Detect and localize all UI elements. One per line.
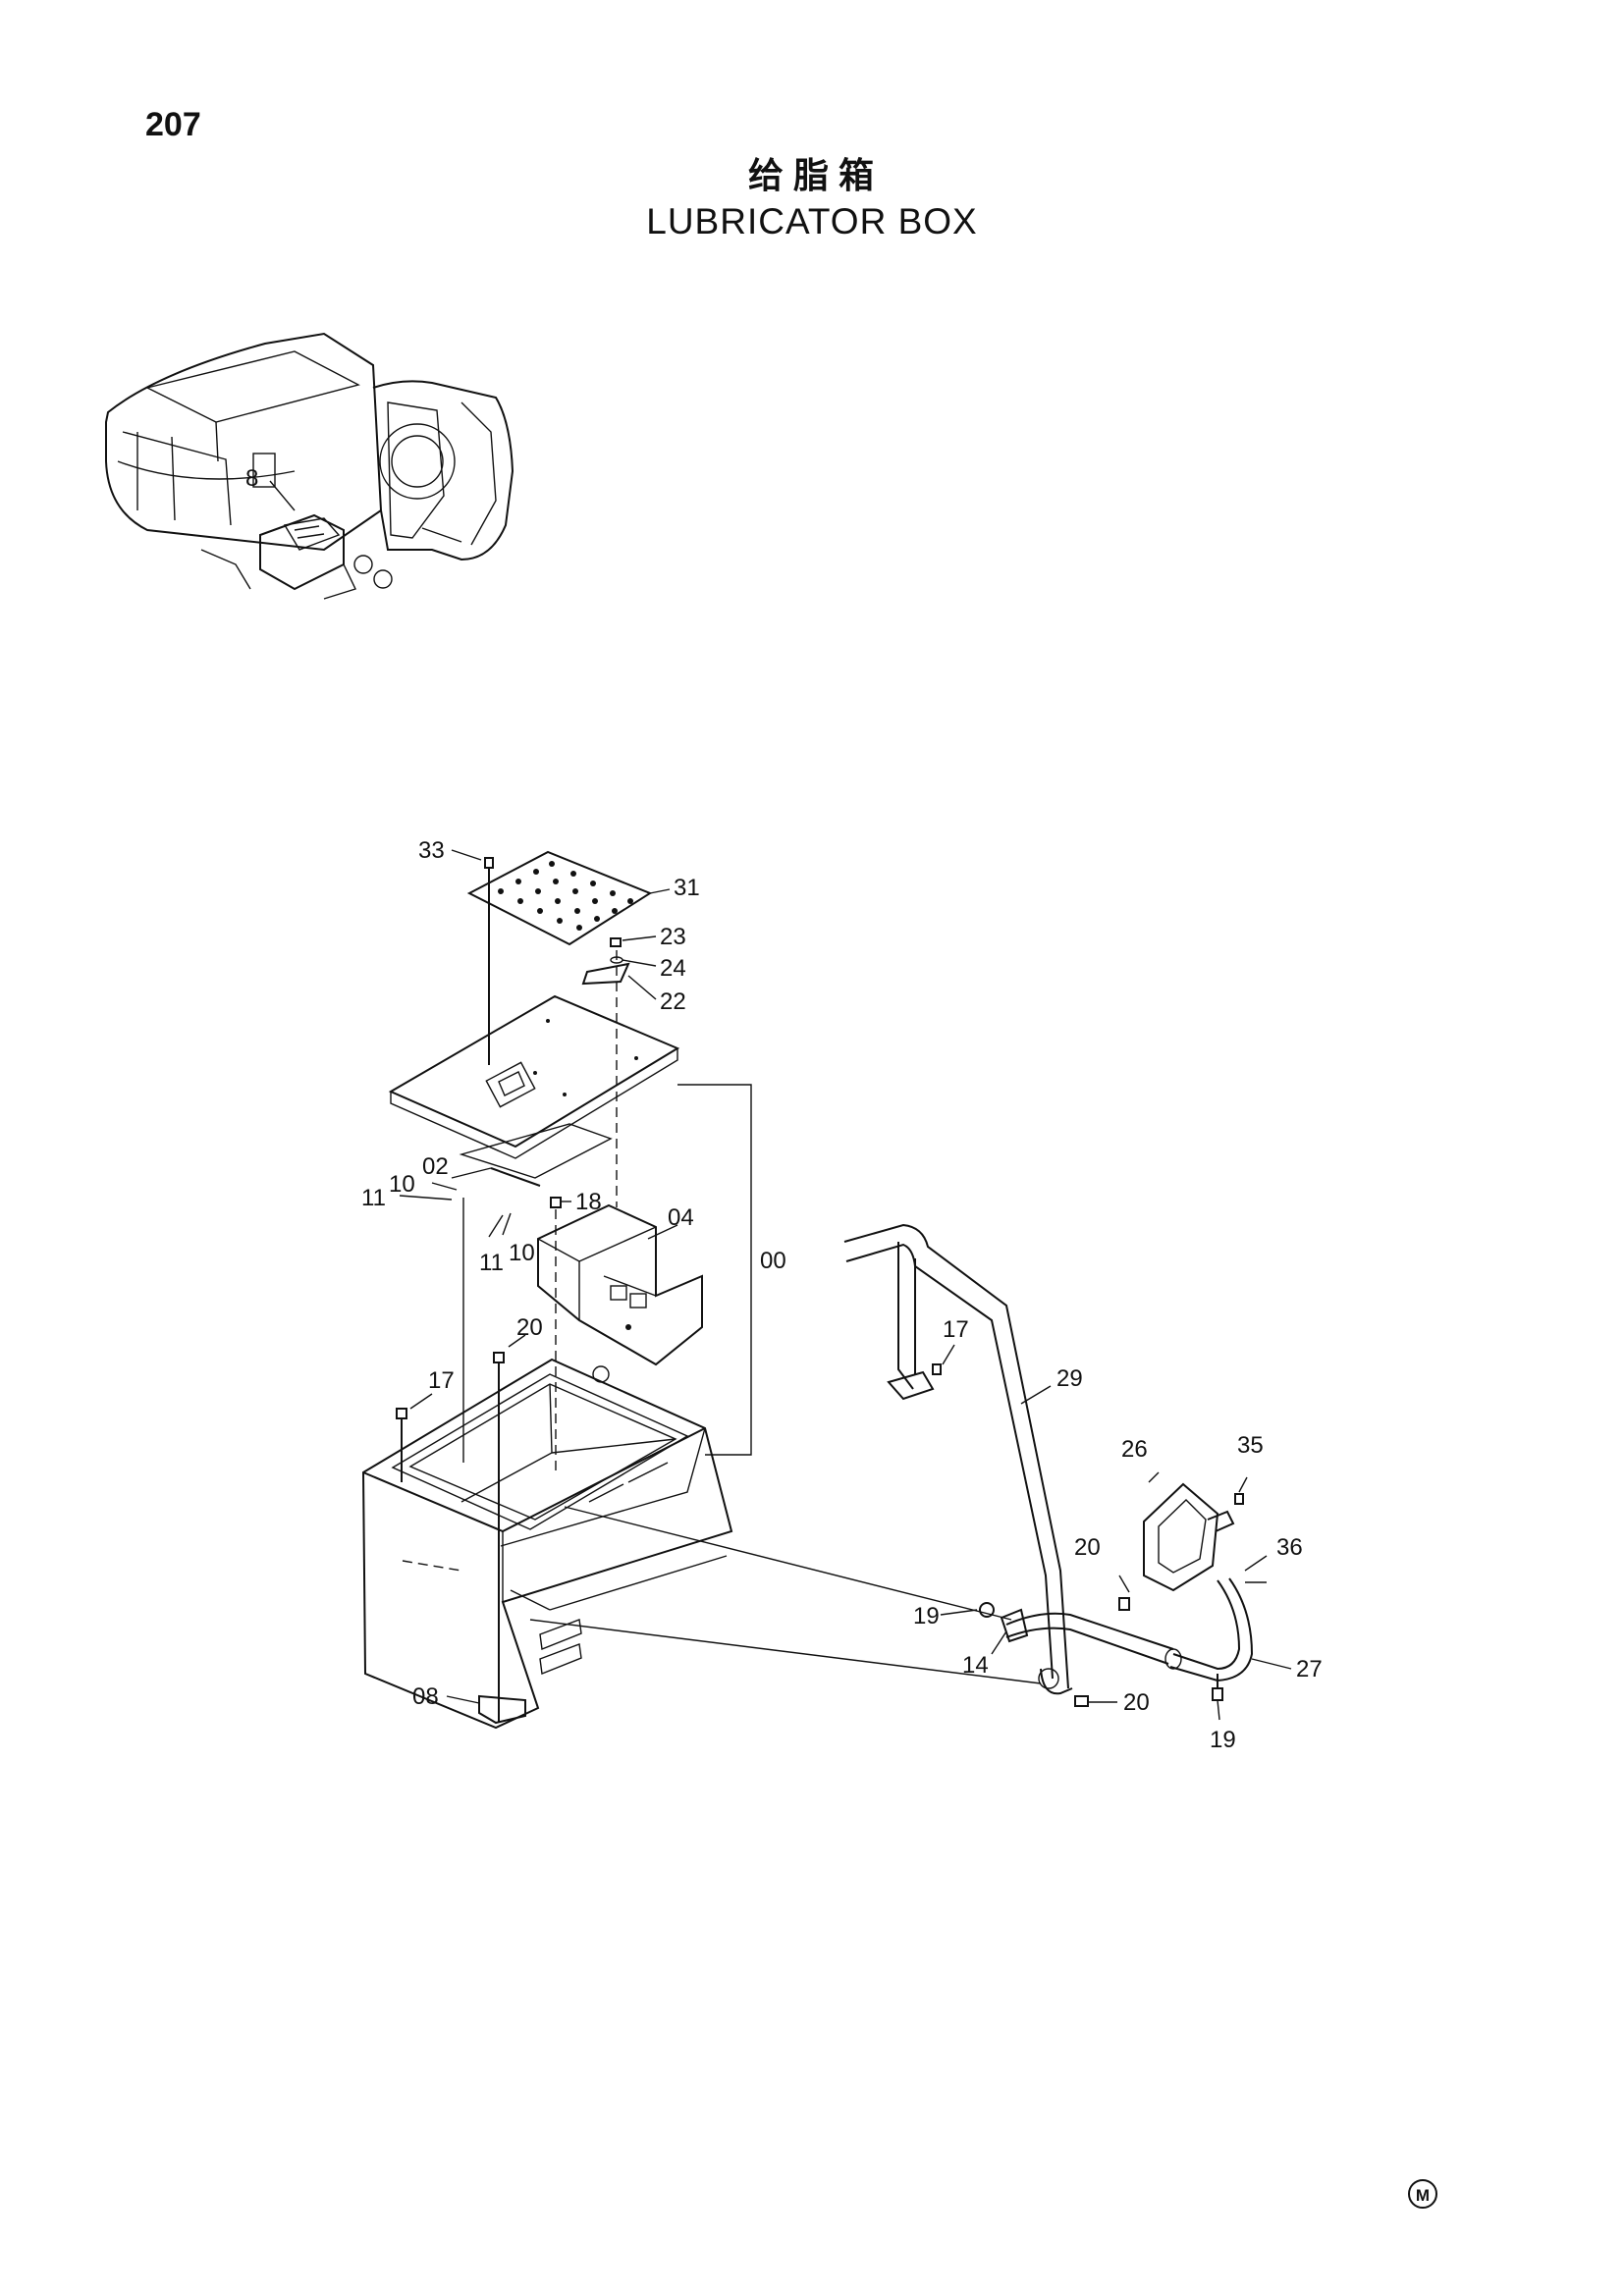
callout-17a: 17 xyxy=(428,1367,455,1394)
callout-17b: 17 xyxy=(943,1316,969,1343)
main-box xyxy=(361,1358,733,1730)
part-31-plate xyxy=(466,850,653,946)
maker-mark-icon: M xyxy=(1408,2179,1437,2209)
callout-31: 31 xyxy=(674,875,700,901)
part-26-mirror xyxy=(1143,1482,1235,1592)
callout-22: 22 xyxy=(660,988,686,1015)
callout-35: 35 xyxy=(1237,1432,1264,1459)
callout-10b: 10 xyxy=(509,1240,535,1266)
callout-24: 24 xyxy=(660,955,686,982)
callout-08: 08 xyxy=(412,1683,439,1710)
part-29-handrail xyxy=(843,1223,1073,1695)
callout-04: 04 xyxy=(668,1204,694,1231)
title-chinese: 给脂箱 xyxy=(747,155,884,195)
callout-36: 36 xyxy=(1276,1534,1303,1561)
callout-26: 26 xyxy=(1121,1436,1148,1463)
callout-19b: 19 xyxy=(1210,1727,1236,1753)
callout-27: 27 xyxy=(1296,1656,1323,1682)
part-27-bracket xyxy=(1164,1577,1254,1682)
part-04-tray xyxy=(537,1203,703,1366)
machine-overview: 8 xyxy=(105,332,514,600)
overview-callout: 8 xyxy=(245,465,258,492)
callout-14: 14 xyxy=(962,1652,989,1679)
callout-10a: 10 xyxy=(389,1171,415,1198)
callout-29: 29 xyxy=(1056,1365,1083,1392)
callout-00: 00 xyxy=(760,1248,786,1274)
title-english: LUBRICATOR BOX xyxy=(646,201,978,241)
callout-02: 02 xyxy=(422,1153,449,1180)
callout-19a: 19 xyxy=(913,1603,940,1629)
callout-11a: 11 xyxy=(361,1185,386,1211)
callout-11b: 11 xyxy=(479,1250,504,1276)
page-number: 207 xyxy=(145,106,201,143)
callout-20b: 20 xyxy=(1074,1534,1101,1561)
callout-18: 18 xyxy=(575,1189,602,1215)
callout-20c: 20 xyxy=(1123,1689,1150,1716)
callout-33: 33 xyxy=(418,837,445,864)
callout-20a: 20 xyxy=(516,1314,543,1341)
lid-panel xyxy=(388,994,680,1159)
callout-23: 23 xyxy=(660,924,686,950)
